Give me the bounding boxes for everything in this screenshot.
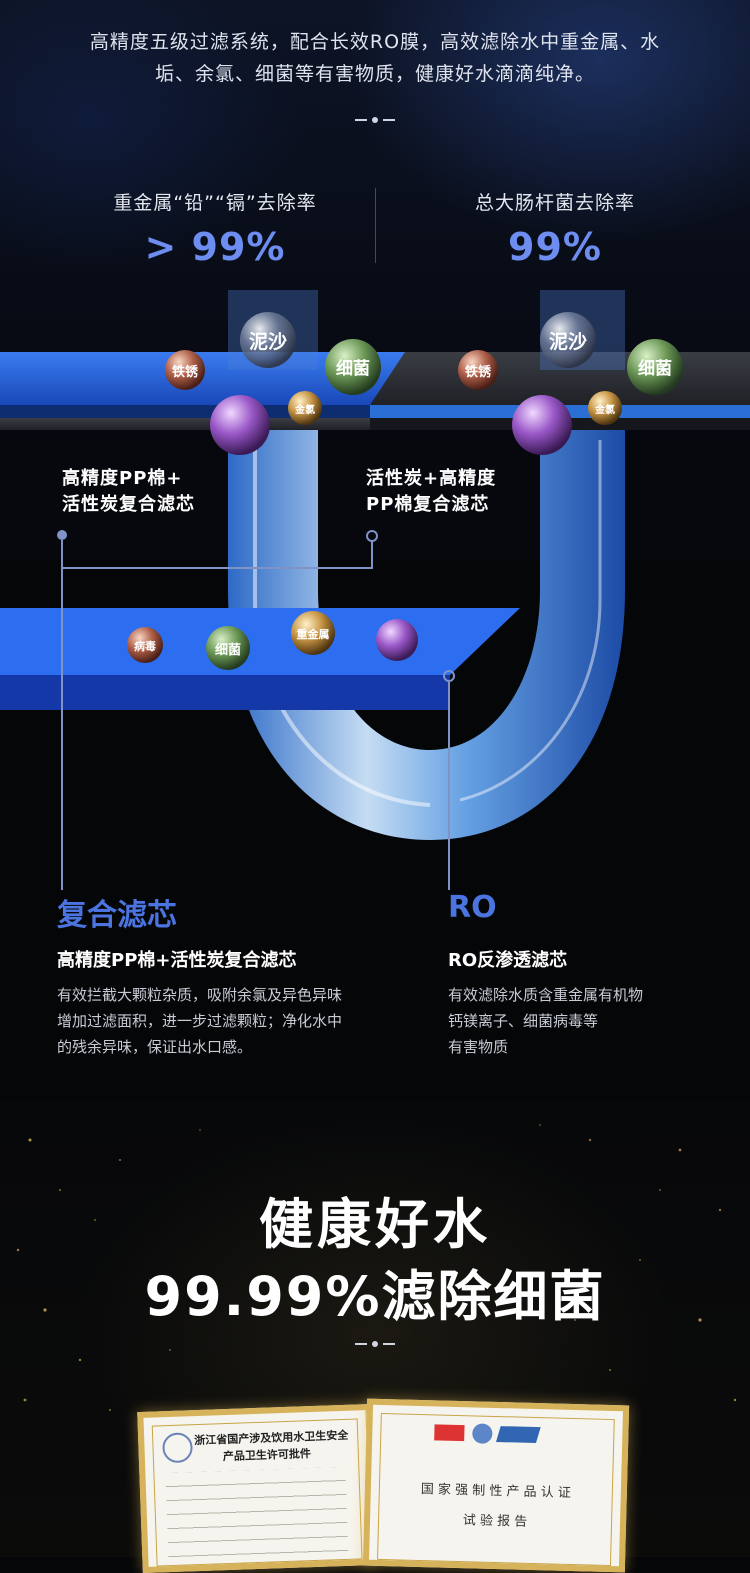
column-title-ro: RO <box>448 890 497 925</box>
stat-value: 99% <box>508 225 602 269</box>
intro-line-2: 垢、余氯、细菌等有害物质，健康好水滴滴纯净。 <box>154 63 595 85</box>
pointer-line-left <box>61 540 63 890</box>
pointer-ring-ro <box>443 670 455 682</box>
desc-line: 有效滤除水质含重金属有机物 <box>448 986 644 1004</box>
particle-chlorine-label: 金氯 <box>294 403 315 416</box>
desc-line: 有害物质 <box>448 1038 509 1056</box>
certificate-right: 国 家 强 制 性 产 品 认 证 试 验 报 告 <box>362 1398 630 1573</box>
column-subtitle-ro: RO反渗透滤芯 <box>448 950 568 971</box>
particle-bacteria-bottom-label: 细菌 <box>215 642 241 658</box>
particle-sand-label: 泥沙 <box>249 331 287 353</box>
certificate-left: 浙江省国产涉及饮用水卫生安全 产品卫生许可批件 <box>137 1403 377 1573</box>
intro-text: 高精度五级过滤系统，配合长效RO膜，高效滤除水中重金属、水 垢、余氯、细菌等有害… <box>40 26 710 90</box>
certificate-left-title-2: 产品卫生许可批件 <box>222 1447 312 1464</box>
pointer-dot-left <box>57 530 67 540</box>
particle-sand-label-2: 泥沙 <box>549 331 587 353</box>
pointer-connector <box>61 567 373 569</box>
desc-line: 的残余异味，保证出水口感。 <box>57 1038 253 1056</box>
gold-sparkle-background <box>16 1124 737 1411</box>
annotation-left-line-1: 高精度PP棉+ <box>62 468 183 489</box>
particle-bacteria-label: 细菌 <box>336 358 370 379</box>
particle-chlorine-label-2: 金氯 <box>594 403 615 416</box>
stat-separator <box>375 188 376 263</box>
annotation-right: 活性炭+高精度 PP棉复合滤芯 <box>366 466 496 518</box>
particle-rust-label: 铁锈 <box>171 364 199 380</box>
column-subtitle-composite: 高精度PP棉+活性炭复合滤芯 <box>57 950 297 971</box>
annotation-left: 高精度PP棉+ 活性炭复合滤芯 <box>62 466 195 518</box>
desc-line: 有效拦截大颗粒杂质，吸附余氯及异色异味 <box>57 986 343 1004</box>
particle-virus-label: 病毒 <box>134 639 156 653</box>
headline-line-2: 99.99%滤除细菌 <box>144 1265 606 1328</box>
headline-line-1: 健康好水 <box>259 1193 491 1256</box>
cnas-logo-icon <box>495 1426 541 1444</box>
annotation-right-line-1: 活性炭+高精度 <box>366 468 497 489</box>
filtration-illustration: 铁锈 泥沙 细菌 金氯 铁锈 泥沙 细菌 金氯 病毒 细菌 重金属 <box>0 290 750 840</box>
particle-group-top <box>165 312 683 455</box>
intro-line-1: 高精度五级过滤系统，配合长效RO膜，高效滤除水中重金属、水 <box>89 31 661 53</box>
pointer-line-right-annotation <box>371 540 373 568</box>
section-divider <box>355 116 395 124</box>
certificate-table <box>165 1466 349 1564</box>
stat-label: 总大肠杆菌去除率 <box>474 192 635 214</box>
annotation-right-line-2: PP棉复合滤芯 <box>366 494 490 515</box>
pointer-line-ro <box>448 682 450 890</box>
section-divider-2 <box>355 1340 395 1348</box>
stat-coliform: 总大肠杆菌去除率 99% <box>405 188 705 269</box>
particle-rust-label-2: 铁锈 <box>464 364 492 380</box>
stat-label: 重金属“铅”“镉”去除率 <box>113 192 317 214</box>
stat-value: > 99% <box>144 225 286 269</box>
ma-logo-icon <box>434 1424 465 1442</box>
annotation-left-line-2: 活性炭复合滤芯 <box>62 494 195 515</box>
stat-heavy-metal: 重金属“铅”“镉”去除率 > 99% <box>65 188 365 269</box>
column-desc-ro: 有效滤除水质含重金属有机物 钙镁离子、细菌病毒等 有害物质 <box>448 982 728 1060</box>
particle-heavy-metal-label: 重金属 <box>297 627 330 641</box>
desc-line: 钙镁离子、细菌病毒等 <box>448 1012 599 1030</box>
column-desc-composite: 有效拦截大颗粒杂质，吸附余氯及异色异味 增加过滤面积，进一步过滤颗粒；净化水中 … <box>57 982 427 1060</box>
desc-line: 增加过滤面积，进一步过滤颗粒；净化水中 <box>57 1012 343 1030</box>
particle-bacteria-label-2: 细菌 <box>638 358 672 379</box>
column-title-composite: 复合滤芯 <box>57 898 177 933</box>
